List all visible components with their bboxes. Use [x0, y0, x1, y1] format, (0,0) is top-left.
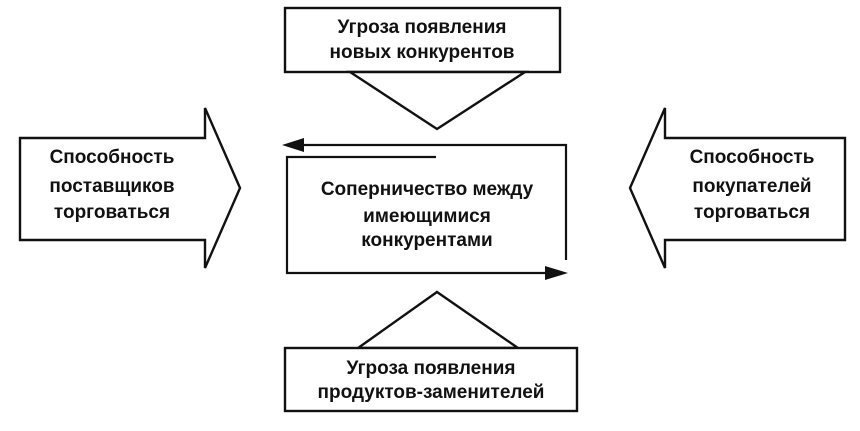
rivalry-upper-arc: [300, 143, 568, 260]
rivalry-right-arrowhead: [545, 266, 568, 280]
rivalry-left-arrowhead: [282, 138, 304, 152]
rivalry-lower-arc: [285, 155, 548, 275]
buyer-power-line-1: Способность: [690, 147, 815, 168]
substitutes-arrow: [354, 290, 522, 350]
substitutes-line-2: продуктов-заменителей: [318, 382, 545, 403]
supplier-power-force: Способность поставщиков торговаться: [18, 107, 242, 269]
rivalry-line-1: Соперничество между: [321, 179, 534, 200]
supplier-power-line-3: торговаться: [54, 202, 170, 223]
rivalry-line-3: конкурентами: [361, 230, 492, 251]
buyer-power-line-3: торговаться: [694, 202, 810, 223]
substitutes-line-1: Угроза появления: [347, 358, 516, 379]
buyer-power-line-2: покупателей: [692, 176, 811, 197]
new-entrants-line-2: новых конкурентов: [330, 42, 515, 63]
rivalry-line-2: имеющимися: [363, 206, 491, 227]
buyer-power-arrow: [628, 107, 847, 269]
new-entrants-line-1: Угроза появления: [338, 17, 507, 38]
new-entrants-force: Угроза появления новых конкурентов: [283, 6, 562, 131]
supplier-power-line-2: поставщиков: [49, 176, 174, 197]
supplier-power-arrow: [18, 107, 242, 269]
substitutes-force: Угроза появления продуктов-заменителей: [283, 290, 579, 413]
rivalry-force: Соперничество между имеющимися конкурент…: [282, 138, 568, 280]
buyer-power-force: Способность покупателей торговаться: [628, 107, 847, 269]
substitutes-box: [283, 346, 579, 413]
supplier-power-line-1: Способность: [50, 147, 175, 168]
new-entrants-arrow: [345, 70, 530, 131]
new-entrants-box: [283, 6, 562, 74]
